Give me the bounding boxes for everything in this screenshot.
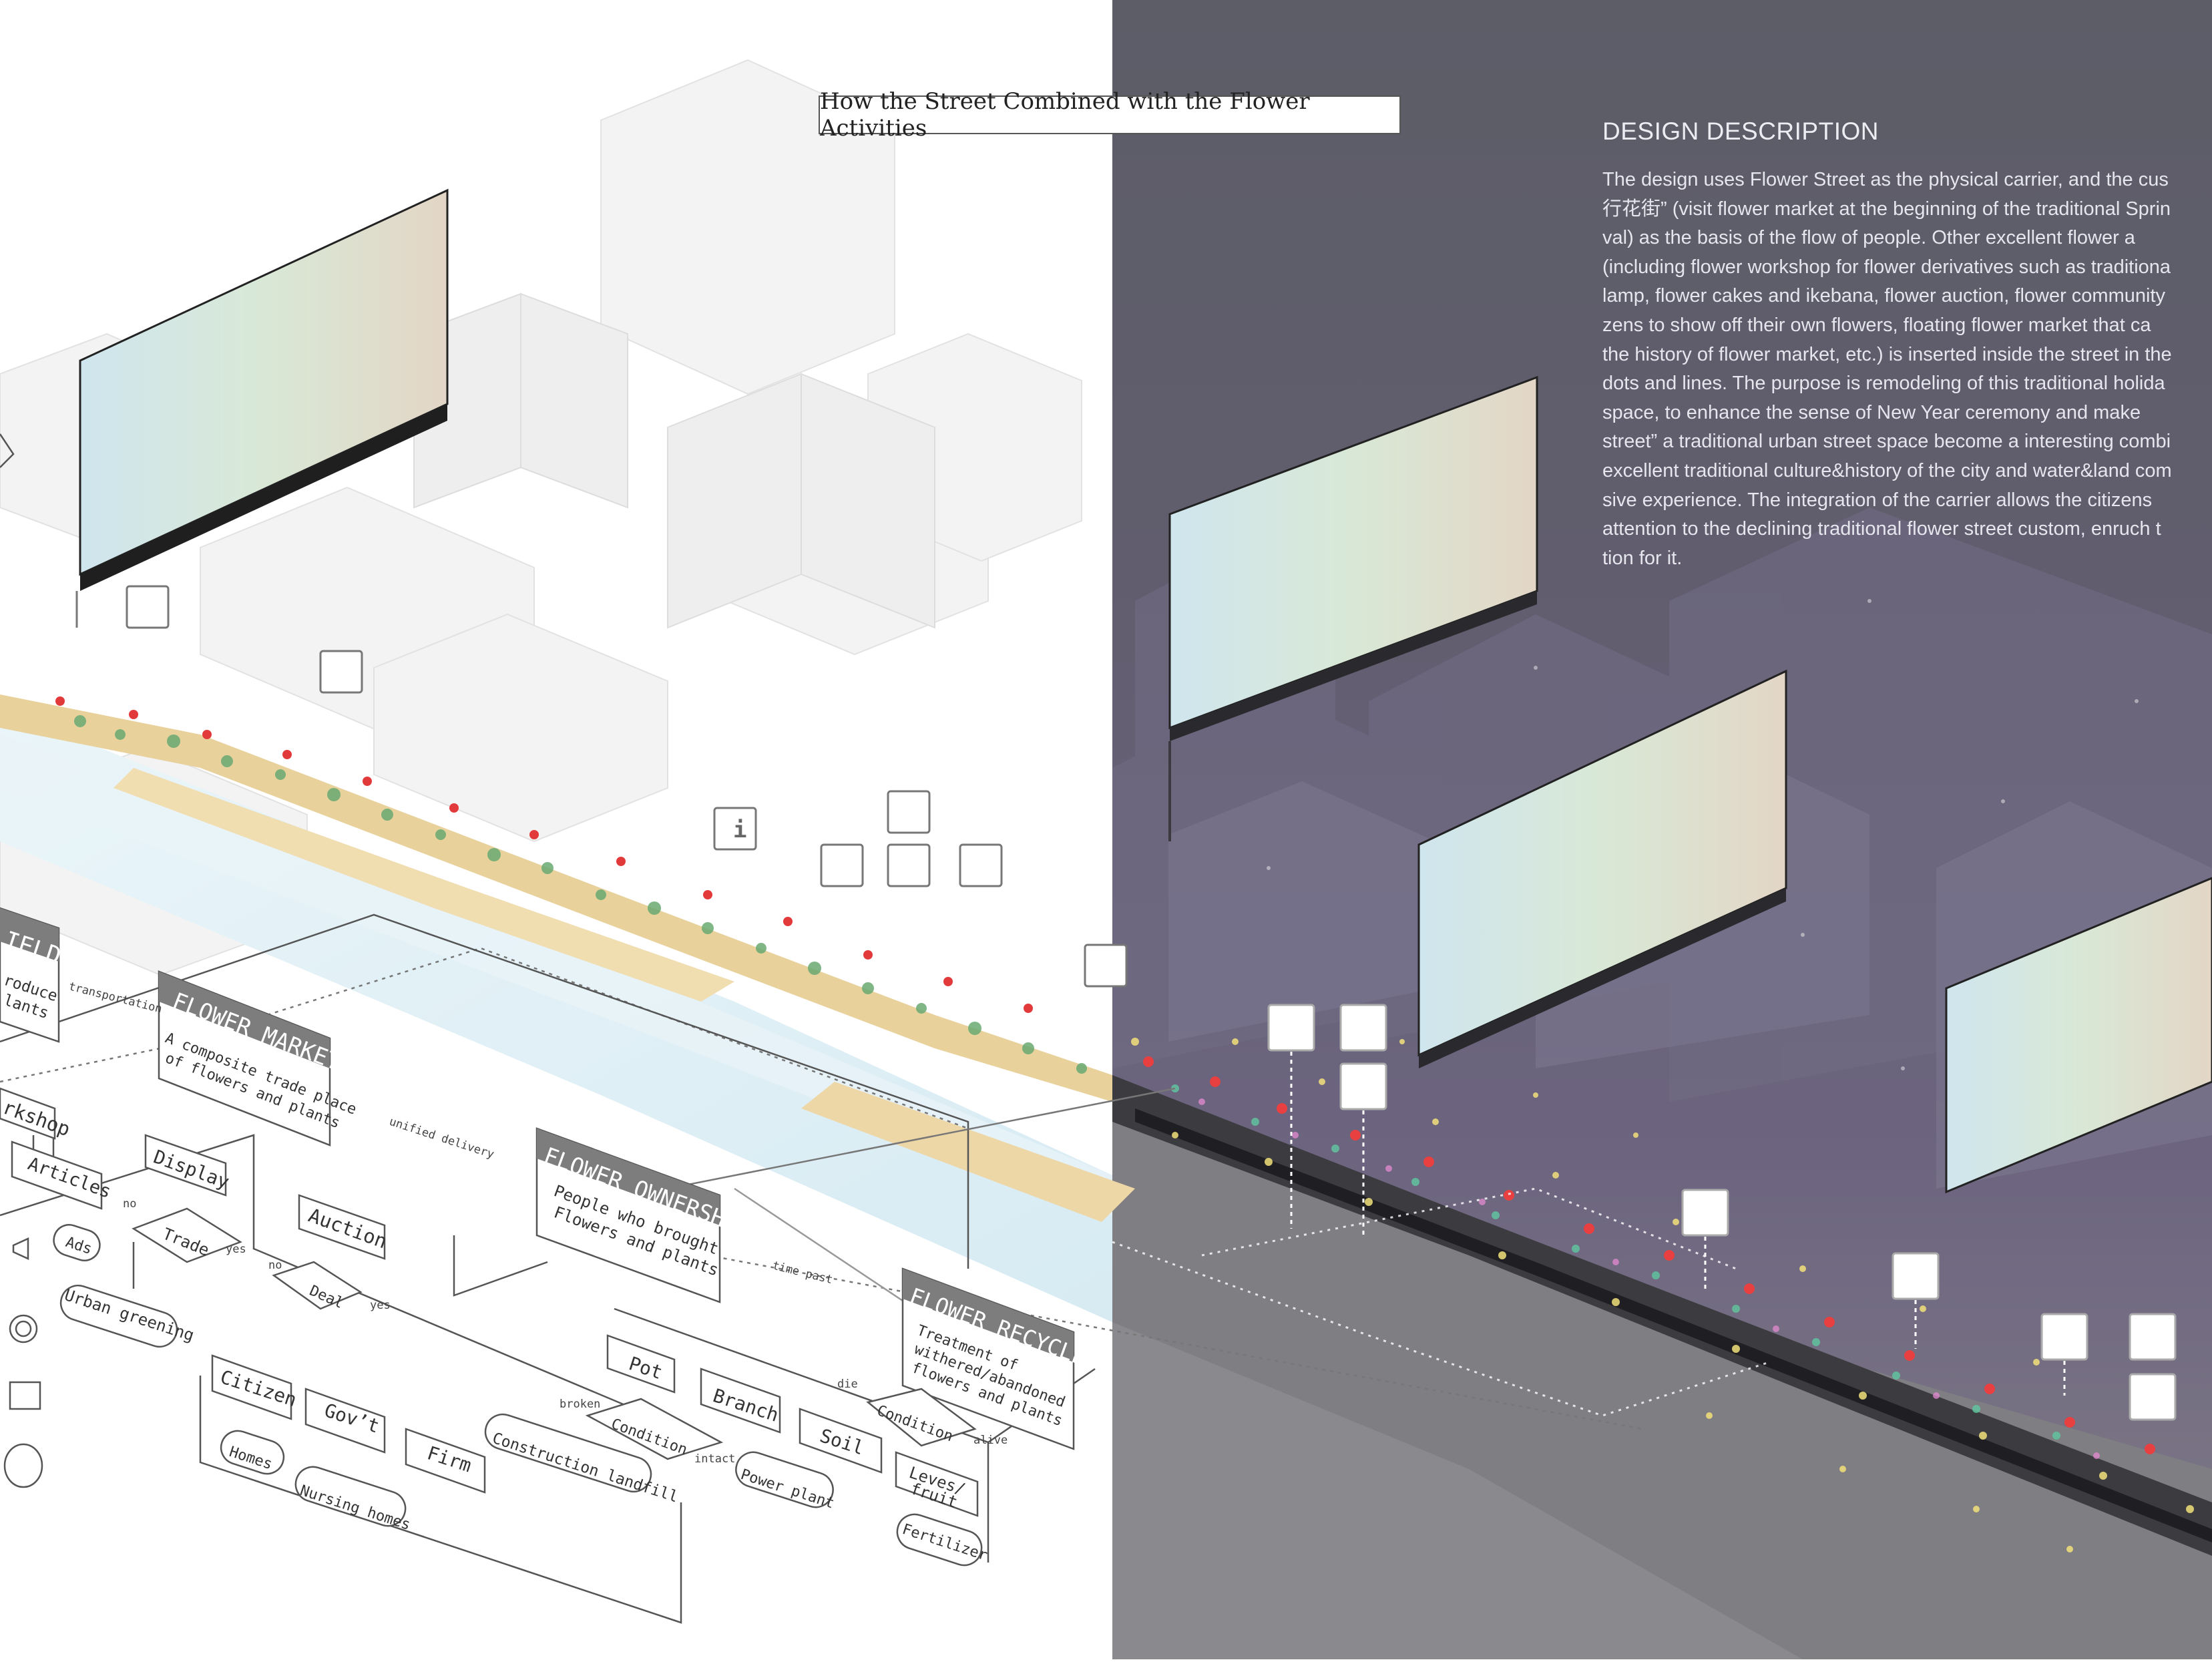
night-lanterns xyxy=(1143,1056,2155,1454)
megaphone-icon xyxy=(12,1237,29,1260)
pill-nodes xyxy=(53,1224,983,1567)
description-line: the history of flower market, etc.) is i… xyxy=(1602,343,2172,365)
hand-icon xyxy=(126,585,170,629)
recycle-icon xyxy=(887,790,931,834)
description-line: excellent traditional culture&history of… xyxy=(1602,459,2172,481)
flow-diagram xyxy=(0,913,1643,1624)
mountain-icon xyxy=(887,843,931,887)
anchor-icon xyxy=(1339,1062,1387,1110)
description-body: The design uses Flower Street as the phy… xyxy=(1602,166,2212,580)
fireflies xyxy=(1131,1038,2194,1552)
info-icon xyxy=(713,807,757,851)
gavel-icon xyxy=(820,843,864,887)
section-panel-2 xyxy=(1168,375,1538,841)
description-line: The design uses Flower Street as the phy… xyxy=(1602,169,2169,190)
description-line: (including flower workshop for flower de… xyxy=(1602,256,2171,278)
lanterns xyxy=(55,696,1033,1013)
cart-icon xyxy=(2040,1313,2088,1361)
node-boxes xyxy=(0,1087,979,1517)
hand-icon xyxy=(1892,1252,1940,1300)
description-line: space, to enhance the sense of New Year … xyxy=(1602,401,2141,423)
street-deck xyxy=(0,694,1112,1102)
ownership-box xyxy=(535,1127,721,1303)
description-line: tion for it. xyxy=(1602,547,1683,569)
restroom-icon xyxy=(1339,1004,1387,1052)
lantern-icon xyxy=(3,1443,43,1488)
page-title: How the Street Combined with the Flower … xyxy=(819,88,1401,142)
greenery xyxy=(74,715,1087,1074)
decision-diamonds xyxy=(132,1207,977,1460)
description-heading: DESIGN DESCRIPTION xyxy=(1602,118,1879,145)
description-line: val) as the basis of the flow of people.… xyxy=(1602,227,2135,249)
info-icon xyxy=(1681,1189,1729,1237)
description-line: 行花街” (visit flower market at the beginni… xyxy=(1602,198,2171,220)
recycle-box xyxy=(901,1267,1075,1450)
partial-icon xyxy=(0,433,15,468)
field-box xyxy=(0,907,60,1043)
description-line: sive experience. The integration of the … xyxy=(1602,489,2153,511)
sign-icons xyxy=(126,585,1128,988)
section-panel-4 xyxy=(1945,877,2212,1194)
spiral-icon xyxy=(9,1314,38,1343)
mountain-icon xyxy=(2129,1373,2177,1421)
description-line: attention to the declining traditional f… xyxy=(1602,518,2161,540)
cart-icon xyxy=(319,650,363,694)
playground-icon xyxy=(1084,944,1128,988)
pictograms xyxy=(0,433,43,1488)
restaurant-icon xyxy=(1267,1004,1315,1052)
description-line: zens to show off their own flowers, floa… xyxy=(1602,314,2151,336)
comb-icon xyxy=(9,1381,41,1410)
description-line: dots and lines. The purpose is remodelin… xyxy=(1602,373,2165,395)
section-panel-3 xyxy=(1417,669,1787,1068)
cart-icon xyxy=(959,843,1003,887)
night-sign-icons xyxy=(1267,1004,2177,1421)
section-panel-1 xyxy=(75,188,449,628)
description-line: street” a traditional urban street space… xyxy=(1602,431,2171,453)
market-box xyxy=(158,970,331,1147)
recycle-icon xyxy=(2129,1313,2177,1361)
description-line: lamp, flower cakes and ikebana, flower a… xyxy=(1602,285,2165,307)
